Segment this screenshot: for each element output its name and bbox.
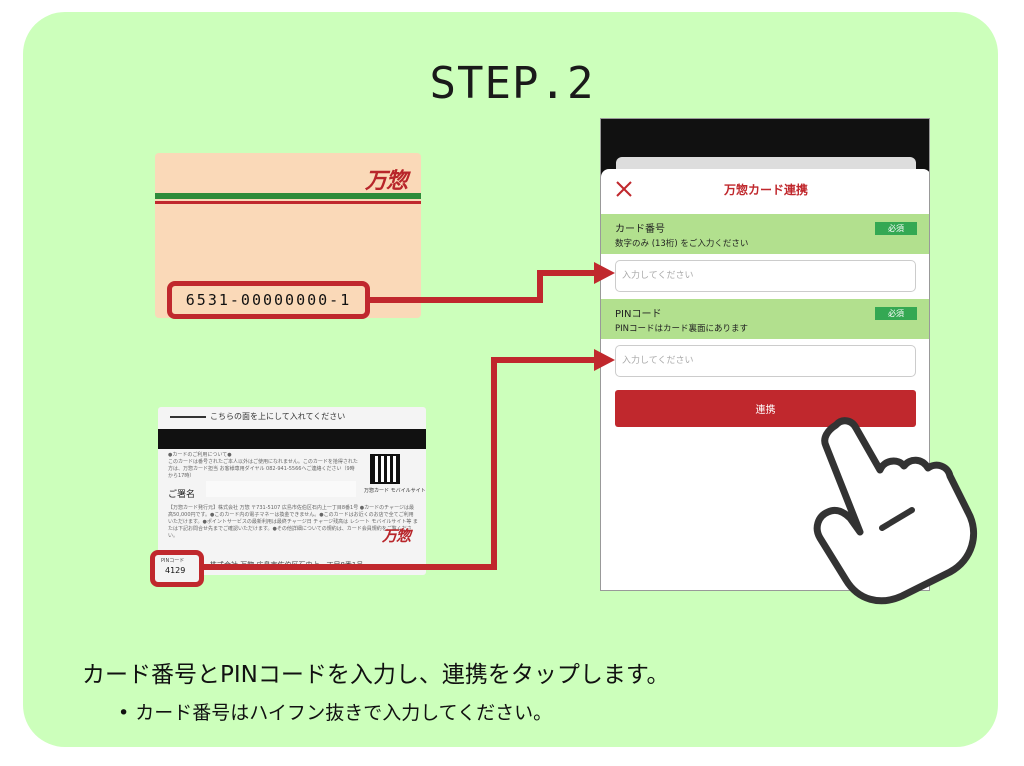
arrow-to-pin-icon: [204, 349, 615, 570]
instruction-main: カード番号とPINコードを入力し、連携をタップします。: [82, 662, 670, 688]
card-back-image: こちらの面を上にして入れてください ●カードのご利用について● このカードは番号…: [158, 407, 426, 575]
signature-label: ご署名: [168, 490, 196, 500]
pin-label: PINコード: [161, 558, 185, 564]
brand-logo-back: 万惣: [381, 527, 411, 545]
card-back-issuer-text: 【万惣カード発行元】株式会社 万惣 〒731-5107 広島市佐伯区石内上一丁目…: [168, 505, 418, 539]
green-stripe: [155, 193, 421, 199]
close-icon[interactable]: [614, 179, 634, 199]
modal-header: 万惣カード連携: [601, 169, 929, 213]
card-number-highlight: 6531-00000000-1: [167, 281, 370, 319]
pin-value: 4129: [165, 566, 186, 575]
instruction-bullet: • カード番号はハイフン抜きで入力してください。: [118, 702, 553, 724]
pin-code-highlight: PINコード 4129: [150, 550, 204, 587]
required-badge: 必須: [875, 222, 917, 235]
usage-heading: ●カードのご利用について●: [168, 452, 232, 458]
usage-text: このカードは番号されたご本人以外はご使用になれません。このカードを拾得された方は…: [168, 459, 358, 479]
card-number-input[interactable]: [615, 260, 916, 292]
qr-code-icon: [370, 454, 400, 484]
brand-logo: 万惣: [364, 168, 408, 194]
pin-section: PINコード PINコードはカード裏面にあります 必須: [601, 299, 929, 339]
card-number-section: カード番号 数字のみ (13桁) をご入力ください 必須: [601, 214, 929, 254]
link-button[interactable]: 連携: [615, 390, 916, 427]
arrow-to-card-number-icon: [370, 262, 615, 303]
signature-area: [206, 481, 356, 497]
card-number-hint: 数字のみ (13桁) をご入力ください: [615, 239, 749, 249]
card-number-label: カード番号: [615, 224, 665, 235]
red-stripe: [155, 201, 421, 204]
qr-caption: 万惣カード モバイルサイト: [364, 488, 426, 494]
card-back-top-text: こちらの面を上にして入れてください: [210, 412, 346, 421]
pin-code-hint: PINコードはカード裏面にあります: [615, 324, 748, 334]
modal-title: 万惣カード連携: [723, 183, 808, 197]
pin-code-label: PINコード: [615, 309, 662, 320]
step-title: STEP.2: [429, 58, 595, 109]
arrow-left-icon: [170, 416, 206, 418]
pin-code-input[interactable]: [615, 345, 916, 377]
card-back-usage-text: ●カードのご利用について● このカードは番号されたご本人以外はご使用になれません…: [168, 452, 358, 480]
required-badge: 必須: [875, 307, 917, 320]
pointing-hand-icon: [813, 417, 978, 605]
magnetic-stripe: [158, 429, 426, 449]
